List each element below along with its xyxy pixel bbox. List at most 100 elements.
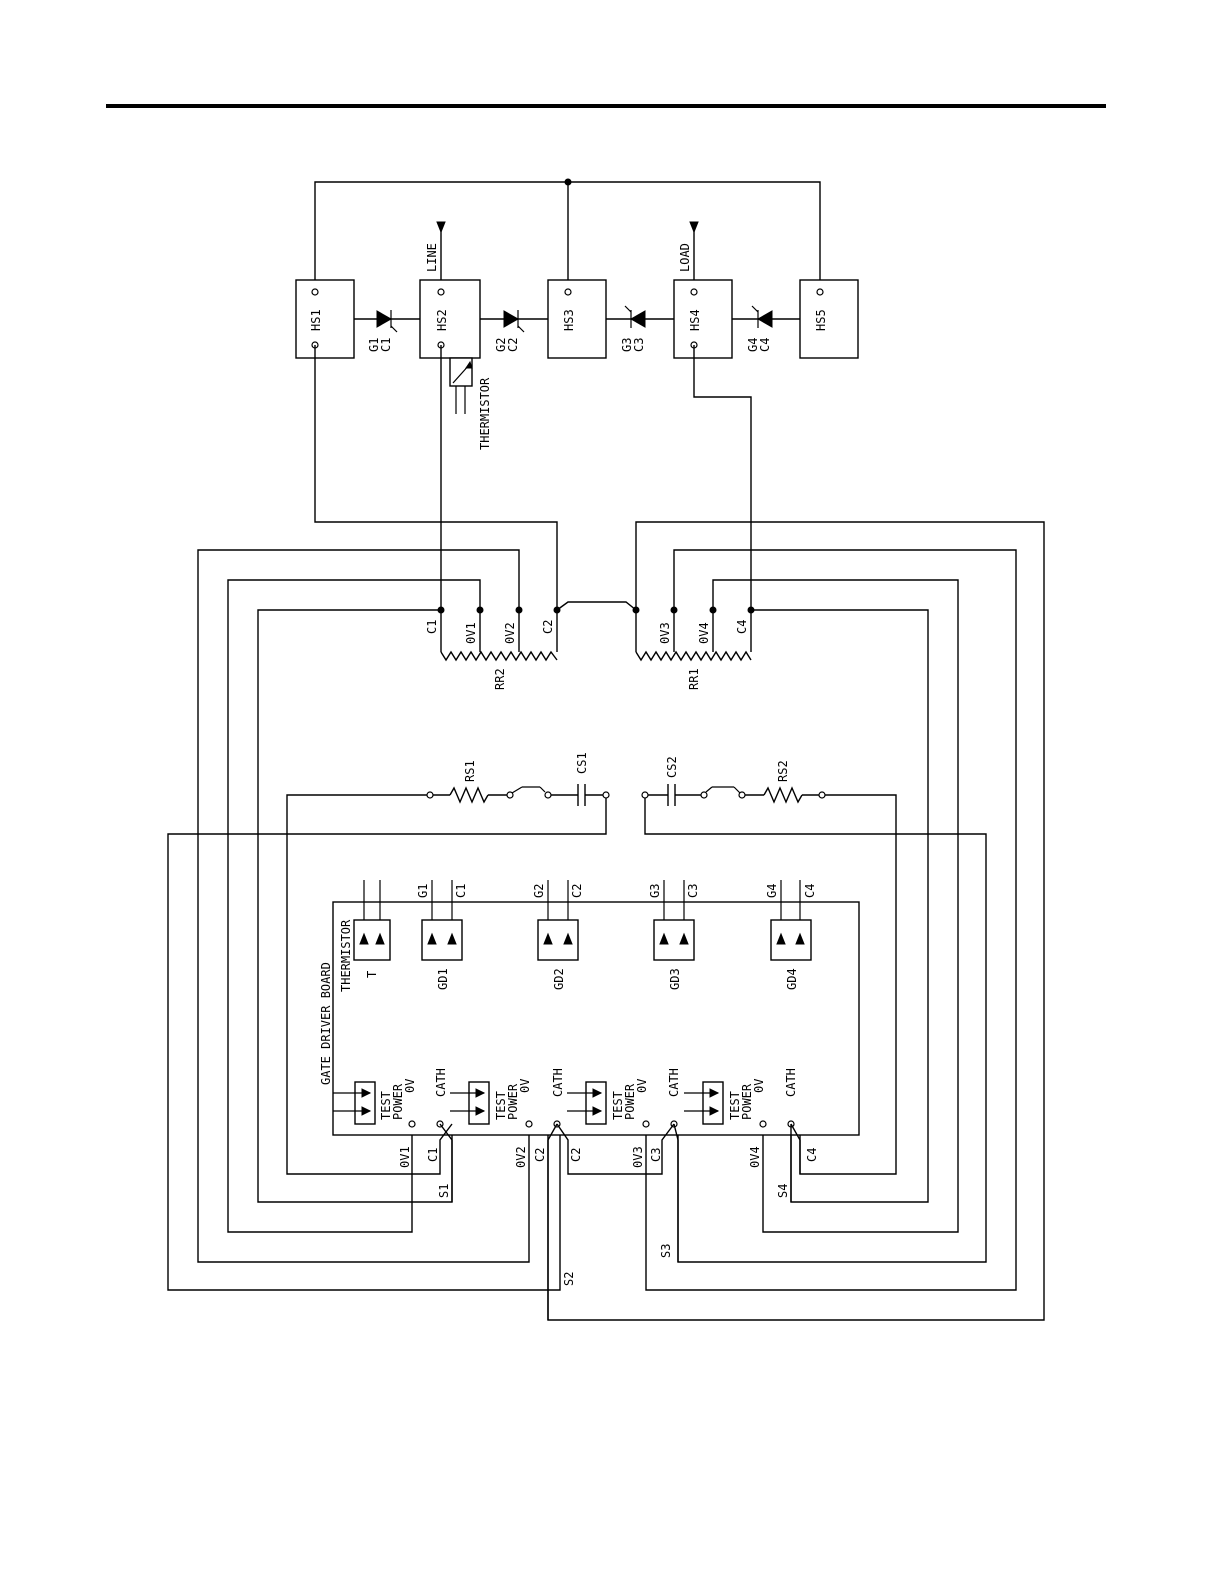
- tp1-0v: 0V: [403, 1079, 417, 1093]
- heatsink-hs4: HS4: [673, 279, 733, 359]
- test-power-2: TEST POWER 0V CATH: [450, 1068, 565, 1128]
- wire-label-0v1: 0V1: [398, 1146, 412, 1168]
- gd3-pin-g3: G3: [648, 884, 662, 898]
- heatsink-hs1: HS1: [295, 279, 355, 359]
- rr2-tap-c1: C1: [425, 620, 439, 634]
- scr1-gate-label: G1: [367, 338, 381, 352]
- tp4-power: POWER: [740, 1083, 754, 1120]
- scr4-cath-label: C4: [758, 338, 772, 352]
- gd4-label: GD4: [785, 968, 799, 990]
- rr2-label: RR2: [493, 668, 507, 690]
- wire-label-0v2: 0V2: [514, 1146, 528, 1168]
- heatsink-hs3: HS3: [547, 279, 607, 359]
- heatsink-hs5: HS5: [799, 279, 859, 359]
- hs2-label: HS2: [435, 309, 449, 331]
- hs-to-rr-wiring: [314, 345, 752, 611]
- scr2-cath-label: C2: [506, 338, 520, 352]
- tp1-cath: CATH: [434, 1068, 448, 1097]
- tp1-power: POWER: [391, 1083, 405, 1120]
- scr4-thyristor: G4 C4: [732, 305, 800, 352]
- wire-label-s1: S1: [437, 1184, 451, 1198]
- wire-label-s4: S4: [776, 1184, 790, 1198]
- thermistor-label: THERMISTOR: [478, 377, 492, 450]
- tp3-cath: CATH: [667, 1068, 681, 1097]
- bottom-wire-labels: 0V1 C1 S1 0V2 C2 C2 S2 0V3 C3 S3 0V4 C4 …: [398, 1146, 819, 1286]
- rr2-tap-c2: C2: [541, 620, 555, 634]
- scr2-thyristor: G2 C2: [480, 310, 548, 352]
- scr1-cath-label: C1: [379, 338, 393, 352]
- resistor-rr2: C1 0V1 0V2 C2 RR2: [425, 606, 561, 690]
- rr1-tap-c4: C4: [735, 620, 749, 634]
- gd3-pin-c3: C3: [686, 884, 700, 898]
- gd2-pin-c2: C2: [570, 884, 584, 898]
- hs5-label: HS5: [814, 309, 828, 331]
- scr2-gate-label: G2: [494, 338, 508, 352]
- rs1-label: RS1: [463, 760, 477, 782]
- rr1-tap-0v3: 0V3: [658, 622, 672, 644]
- scr4-gate-label: G4: [746, 338, 760, 352]
- wire-label-c2a: C2: [533, 1148, 547, 1162]
- tp3-0v: 0V: [635, 1079, 649, 1093]
- hs1-label: HS1: [309, 309, 323, 331]
- tp2-test: TEST: [494, 1091, 508, 1120]
- tp2-0v: 0V: [518, 1079, 532, 1093]
- gd2-label: GD2: [552, 968, 566, 990]
- tp3-test: TEST: [611, 1091, 625, 1120]
- gd1-pin-g1: G1: [416, 884, 430, 898]
- scr1-thyristor: G1 C1: [354, 310, 420, 352]
- connector-gd4: G4 C4 GD4: [765, 880, 817, 990]
- top-bus: [314, 178, 821, 292]
- scr3-gate-label: G3: [620, 338, 634, 352]
- gd4-pin-c4: C4: [803, 884, 817, 898]
- test-power-3: TEST POWER 0V CATH: [567, 1068, 681, 1128]
- cs1-label: CS1: [575, 752, 589, 774]
- connector-gd2: G2 C2 GD2: [532, 880, 584, 990]
- tp2-cath: CATH: [551, 1068, 565, 1097]
- wire-label-0v3: 0V3: [631, 1146, 645, 1168]
- gd1-label: GD1: [436, 968, 450, 990]
- thermistor: THERMISTOR: [449, 357, 492, 450]
- resistor-rr1: 0V3 0V4 C4 RR1: [632, 606, 755, 690]
- hs3-label: HS3: [562, 309, 576, 331]
- tp4-0v: 0V: [752, 1079, 766, 1093]
- line-label: LINE: [425, 243, 439, 272]
- gd4-pin-g4: G4: [765, 884, 779, 898]
- connector-t: T: [353, 880, 391, 978]
- cs2-label: CS2: [665, 756, 679, 778]
- scr3-thyristor: G3 C3: [606, 305, 674, 352]
- tp2-power: POWER: [506, 1083, 520, 1120]
- gd2-pin-g2: G2: [532, 884, 546, 898]
- gd3-label: GD3: [668, 968, 682, 990]
- gate-driver-board: GATE DRIVER BOARD THERMISTOR T G1 C1 GD1: [319, 880, 860, 1136]
- rr2-tap-0v1: 0V1: [464, 622, 478, 644]
- scr3-cath-label: C3: [632, 338, 646, 352]
- heatsink-hs2: HS2: [419, 279, 481, 359]
- gd1-pin-c1: C1: [454, 884, 468, 898]
- hs4-label: HS4: [688, 309, 702, 331]
- cathode-crossings: [412, 1123, 801, 1320]
- line-connection: LINE: [425, 221, 446, 292]
- test-power-4: TEST POWER 0V CATH: [684, 1068, 798, 1128]
- rr1-tap-0v4: 0V4: [697, 622, 711, 644]
- wire-label-c2b: C2: [569, 1148, 583, 1162]
- tp1-test: TEST: [379, 1091, 393, 1120]
- gdb-thermistor-label: THERMISTOR: [339, 919, 353, 992]
- test-power-1: TEST POWER 0V CATH: [333, 1068, 448, 1128]
- wire-label-c3: C3: [649, 1148, 663, 1162]
- tp4-cath: CATH: [784, 1068, 798, 1097]
- wire-label-c1: C1: [426, 1148, 440, 1162]
- wire-label-0v4: 0V4: [748, 1146, 762, 1168]
- wire-label-c4: C4: [805, 1148, 819, 1162]
- connector-gd3: G3 C3 GD3: [648, 880, 700, 990]
- load-connection: LOAD: [678, 221, 699, 292]
- tp3-power: POWER: [623, 1083, 637, 1120]
- wire-label-s2: S2: [562, 1272, 576, 1286]
- snubber-left: RS1 CS1: [286, 752, 610, 1175]
- connector-gd1: G1 C1 GD1: [416, 880, 468, 990]
- rs2-label: RS2: [776, 760, 790, 782]
- wire-label-s3: S3: [659, 1244, 673, 1258]
- t-label: T: [365, 971, 379, 978]
- rr1-label: RR1: [687, 668, 701, 690]
- load-label: LOAD: [678, 243, 692, 272]
